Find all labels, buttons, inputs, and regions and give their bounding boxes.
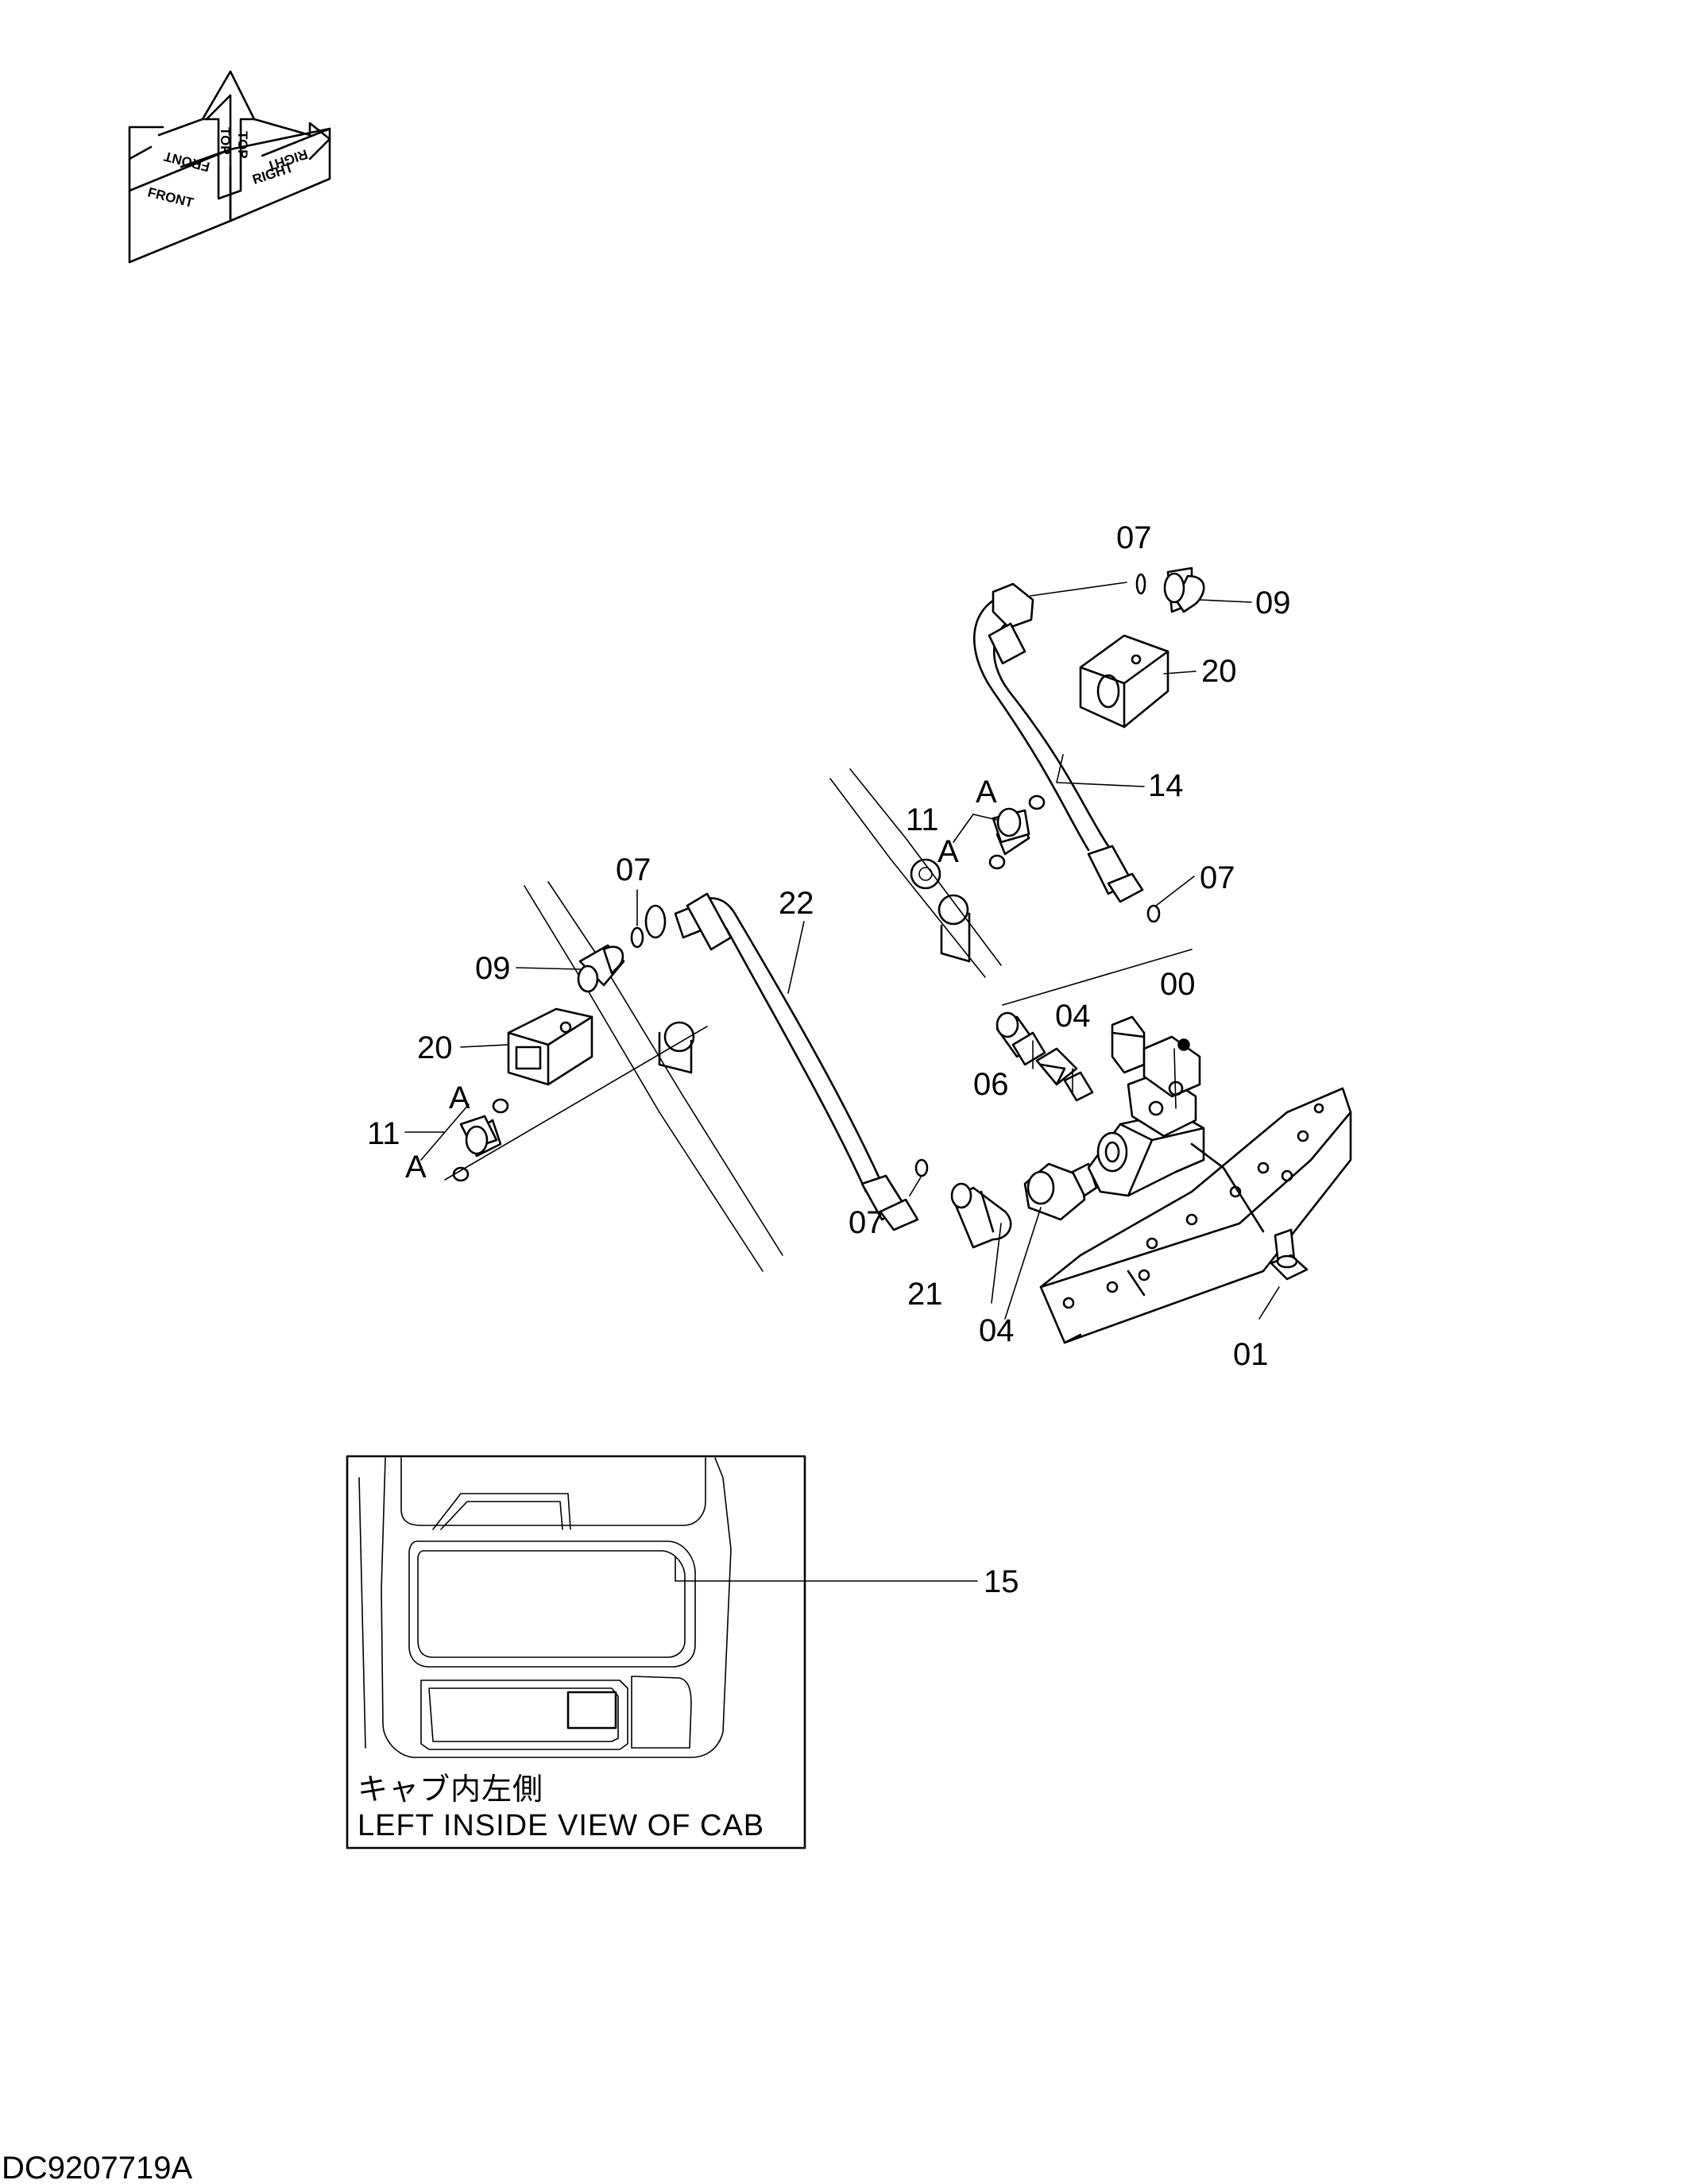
- orientation-top-mirrored-label: TOP: [218, 127, 233, 155]
- adapter-06: [995, 1011, 1046, 1066]
- callout-15: 15: [984, 1564, 1019, 1599]
- adapter-04-top: [1035, 1047, 1094, 1102]
- callout-11-right: 11: [906, 802, 939, 837]
- adapter-04-bottom: [1023, 1162, 1098, 1221]
- inset-frame: [346, 1455, 806, 1850]
- valve-00: [1087, 1015, 1265, 1233]
- o-ring-a-left-2: [452, 1166, 470, 1182]
- drawing-number: DC9207719A: [2, 2151, 192, 2184]
- callout-07-right: 07: [1200, 860, 1235, 895]
- callout-20-right: 20: [1201, 654, 1237, 689]
- callout-04-top: 04: [1055, 999, 1091, 1034]
- o-ring-a-right-2: [988, 854, 1006, 870]
- callout-06: 06: [973, 1067, 1009, 1102]
- callout-00: 00: [1160, 967, 1196, 1002]
- callout-07-top: 07: [1116, 520, 1152, 555]
- label-15: [566, 1691, 617, 1730]
- callout-21: 21: [907, 1277, 943, 1312]
- bolt-01: [1270, 1228, 1309, 1281]
- callout-07-lower: 07: [849, 1205, 884, 1240]
- callout-07-left: 07: [616, 852, 651, 887]
- elbow-fitting-09-right: [1163, 566, 1205, 613]
- callout-a-left-2: A: [405, 1150, 427, 1185]
- connector-block-20-left: [507, 1007, 593, 1086]
- callout-22: 22: [779, 886, 814, 921]
- callout-09-left: 09: [475, 951, 511, 986]
- orientation-indicator: FRONT TOP RIGHT FRONT TOP RIGHT: [128, 70, 331, 264]
- callout-09-right: 09: [1255, 586, 1291, 620]
- leader-lines: [404, 582, 1280, 1582]
- elbow-21: [950, 1182, 1012, 1249]
- hose-14: [972, 582, 1144, 903]
- callout-14: 14: [1148, 768, 1184, 803]
- hose-22: [644, 892, 919, 1231]
- o-ring-a-right-1: [1028, 794, 1046, 810]
- callout-20-left: 20: [417, 1030, 453, 1065]
- o-ring-07-right: [1146, 904, 1161, 923]
- connector-block-20-right: [1079, 634, 1169, 729]
- o-ring-07-top: [1135, 573, 1146, 595]
- inset-title-en: LEFT INSIDE VIEW OF CAB: [358, 1809, 764, 1842]
- pipe-lines: [444, 768, 1193, 1272]
- inset-title-jp: キャブ内左側: [358, 1773, 543, 1807]
- inset-cab-view: キャブ内左側 LEFT INSIDE VIEW OF CAB: [346, 1455, 806, 1850]
- callout-a-right-1: A: [976, 775, 997, 810]
- orientation-front-label: FRONT: [146, 184, 195, 211]
- callout-04-bottom: 04: [979, 1313, 1015, 1348]
- orientation-front-mirrored-label: FRONT: [162, 149, 211, 175]
- callout-a-left-1: A: [449, 1080, 470, 1115]
- nipple-11-right: [992, 807, 1030, 856]
- elbow-fitting-09-left: [577, 944, 625, 993]
- nipple-11-left: [459, 1115, 502, 1158]
- o-ring-a-left-1: [492, 1098, 509, 1114]
- o-ring-07-left: [630, 926, 644, 949]
- callout-11-left: 11: [367, 1116, 400, 1151]
- bracket: [1039, 1087, 1352, 1344]
- callout-a-right-2: A: [937, 834, 959, 869]
- o-ring-07-lower: [914, 1158, 929, 1177]
- callout-01: 01: [1233, 1337, 1269, 1372]
- orientation-top-label: TOP: [235, 131, 250, 159]
- callout-labels: 07 09 20 14 A 11 A 07 00 04 06 07 22 09 …: [367, 520, 1291, 1599]
